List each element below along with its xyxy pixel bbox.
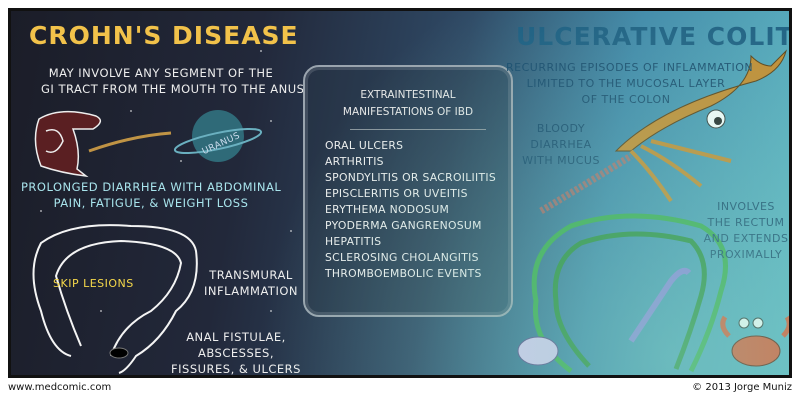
list-item: Spondylitis or sacroiliitis: [325, 171, 497, 184]
box-heading-line: Extraintestinal: [360, 89, 456, 101]
bloody-line: Bloody: [536, 122, 586, 135]
uc-subtitle-line: Recurring episodes of inflammation: [506, 61, 754, 74]
transmural-line: Transmural: [209, 268, 293, 282]
skip-lesions-label: Skip lesions: [53, 277, 134, 290]
rectum-line: and extends: [703, 232, 789, 245]
symptom-line: Prolonged diarrhea with abdominal: [21, 180, 282, 194]
uranus-planet: [173, 110, 263, 162]
bloody-line: with mucus: [522, 154, 600, 167]
uc-title: Ulcerative Colitis: [516, 22, 792, 51]
list-item: Hepatitis: [325, 235, 382, 248]
list-item: Arthritis: [325, 155, 384, 168]
illustrations: [32, 49, 789, 374]
anal-line: Anal fistulae,: [186, 330, 286, 344]
crohns-subtitle-line: May involve any segment of the: [48, 66, 274, 80]
anal-label: Anal fistulae, abscesses, fissures, & ul…: [171, 329, 301, 376]
anus-black-hole: [109, 347, 129, 359]
rectum-line: proximally: [709, 248, 783, 261]
transmural-label: Transmural inflammation: [196, 267, 306, 299]
blood-trail: [539, 153, 633, 215]
box-heading-line: manifestations of IBD: [342, 106, 474, 118]
manifestations-list: Oral ulcers Arthritis Spondylitis or sac…: [325, 138, 496, 282]
uc-subtitle: Recurring episodes of inflammation limit…: [506, 60, 754, 108]
box-heading: Extraintestinal manifestations of IBD: [305, 87, 511, 121]
list-item: Sclerosing cholangitis: [325, 251, 479, 264]
crohns-title: Crohn's Disease: [29, 21, 299, 50]
anal-line: abscesses,: [198, 346, 274, 360]
box-divider: [350, 129, 486, 130]
symptom-line: pain, fatigue, & weight loss: [53, 196, 249, 210]
crab: [720, 315, 789, 367]
crohns-symptoms: Prolonged diarrhea with abdominal pain, …: [21, 179, 281, 211]
crohns-colon: [32, 224, 198, 374]
comet: [88, 131, 172, 153]
rectum-line: Involves: [717, 200, 775, 213]
list-item: Oral ulcers: [325, 139, 404, 152]
list-item: Erythema nodosum: [325, 203, 450, 216]
sea-anemone: [517, 336, 559, 366]
copyright: © 2013 Jorge Muniz: [692, 382, 792, 393]
rectum-label: Involves the rectum and extends proximal…: [701, 199, 789, 263]
bloody-line: diarrhea: [530, 138, 592, 151]
crohns-subtitle-line: GI tract from the mouth to the anus: [41, 82, 305, 96]
anal-line: fissures, & ulcers: [171, 362, 301, 376]
site-link[interactable]: www.medcomic.com: [8, 382, 112, 393]
rectum-line: the rectum: [707, 216, 785, 229]
green-colon: [531, 213, 728, 373]
eel: [628, 267, 692, 343]
transmural-line: inflammation: [203, 284, 299, 298]
extraintestinal-box: Extraintestinal manifestations of IBD Or…: [303, 65, 513, 317]
list-item: Thromboembolic events: [325, 267, 482, 280]
comic-panel: Crohn's Disease May involve any segment …: [8, 8, 792, 378]
crohns-subtitle: May involve any segment of the GI tract …: [41, 65, 305, 97]
uc-subtitle-line: of the colon: [581, 93, 671, 106]
list-item: Pyoderma gangrenosum: [325, 219, 482, 232]
squid: [614, 49, 787, 203]
bloody-diarrhea-label: Bloody diarrhea with mucus: [516, 121, 606, 169]
stars: [40, 50, 292, 312]
mouth-illustration: [34, 110, 102, 178]
uc-subtitle-line: limited to the mucosal layer: [526, 77, 726, 90]
list-item: Episcleritis or uveitis: [325, 187, 468, 200]
